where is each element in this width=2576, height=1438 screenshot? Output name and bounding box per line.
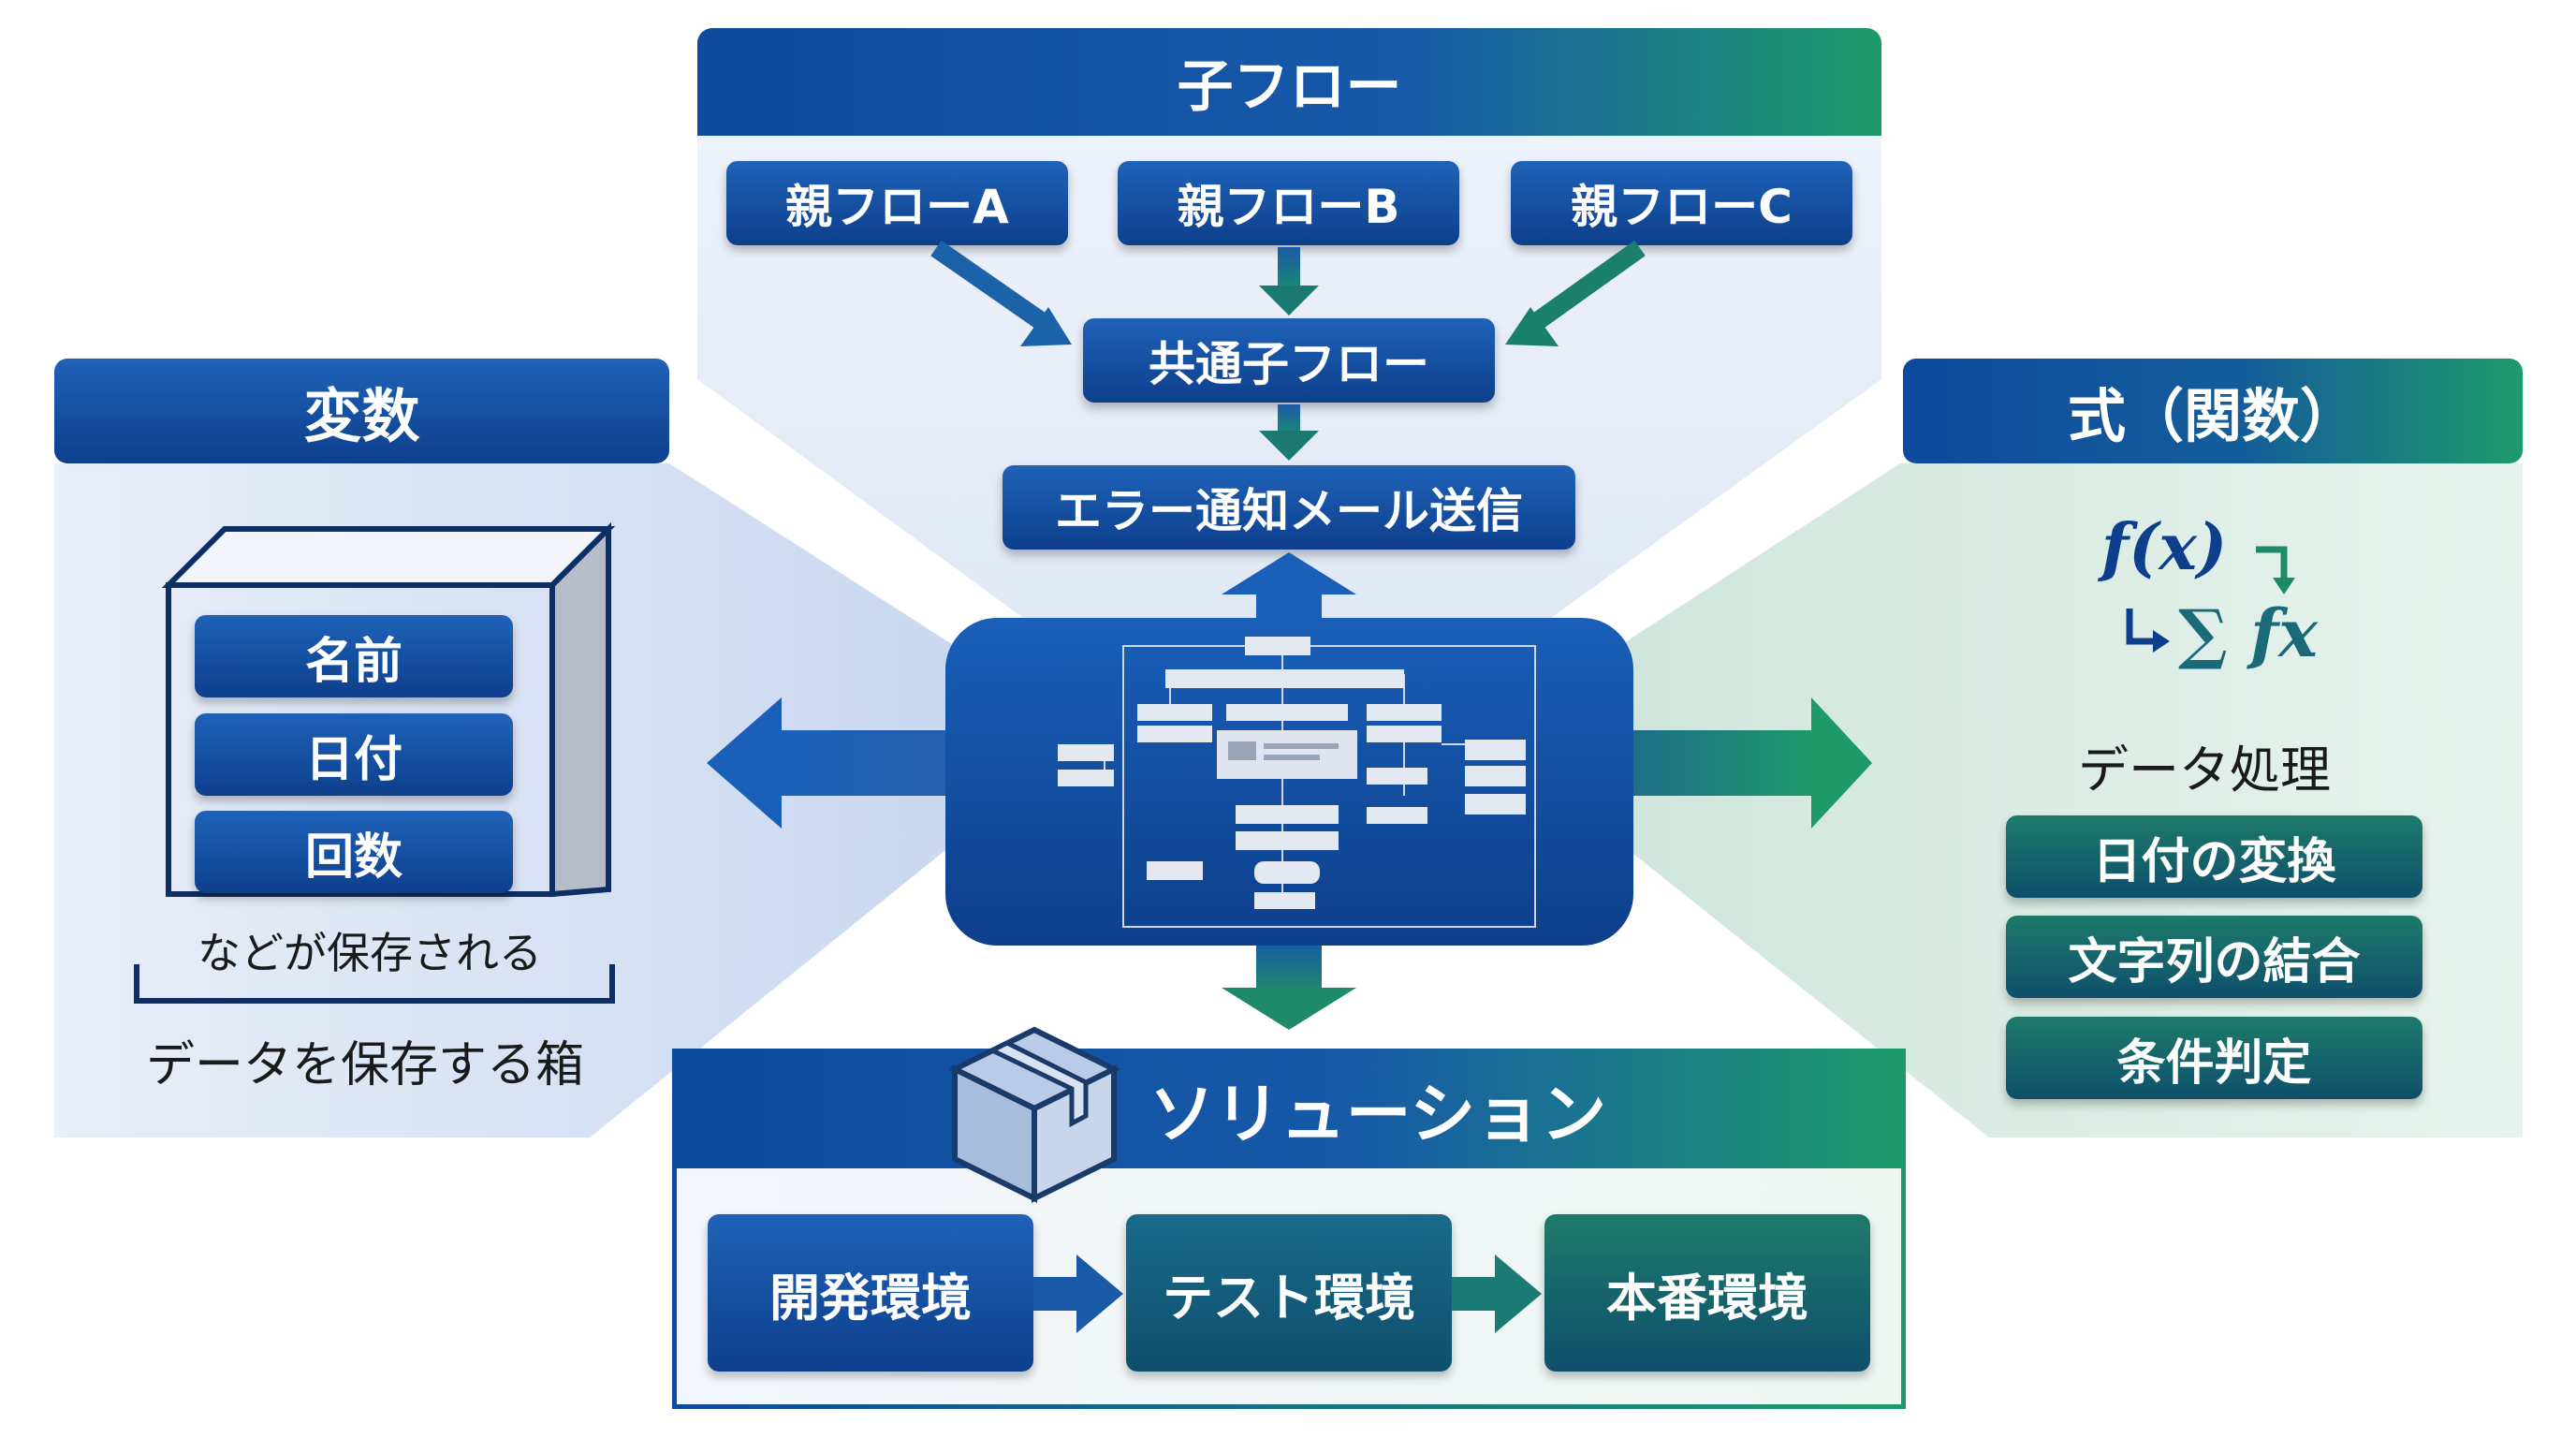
- formula-item-date-convert: 日付の変換: [2006, 815, 2422, 898]
- error-mail-box: エラー通知メール送信: [1003, 465, 1575, 550]
- parent-flow-b: 親フローB: [1118, 161, 1459, 245]
- sum-label: ∑ fx: [2178, 594, 2318, 672]
- stage-dev: 開発環境: [708, 1214, 1033, 1372]
- child-flow-header: 子フロー: [697, 28, 1881, 136]
- variable-item-date: 日付: [195, 713, 513, 796]
- formula-item-string-concat: 文字列の結合: [2006, 916, 2422, 998]
- variables-title: 変数: [303, 382, 420, 450]
- arrow-hub-to-variables: [707, 697, 955, 829]
- fx-label: f(x): [2101, 510, 2228, 585]
- flowchart-hub: [945, 618, 1633, 946]
- variables-note: などが保存される: [198, 928, 542, 978]
- arrow-hub-to-solution: [1222, 941, 1356, 1030]
- arrow-b-to-common: [1259, 247, 1319, 315]
- parent-flow-a: 親フローA: [726, 161, 1068, 245]
- arrow-common-to-error: [1259, 404, 1319, 461]
- formula-item-condition: 条件判定: [2006, 1017, 2422, 1099]
- function-icon: f(x) ∑ fx: [2101, 510, 2345, 697]
- solution-title: ソリューション: [1149, 1075, 1607, 1152]
- arrow-a-to-common: [930, 240, 1072, 346]
- child-flow-title: 子フロー: [1177, 54, 1402, 120]
- data-processing-label: データ処理: [2078, 741, 2331, 800]
- parent-flow-c: 親フローC: [1511, 161, 1852, 245]
- storage-cabinet-icon: [161, 521, 616, 898]
- variable-item-count: 回数: [195, 811, 513, 893]
- solution-header: ソリューション: [672, 1049, 1906, 1168]
- function-arrows: [2126, 546, 2295, 653]
- arrow-hub-to-error: [1222, 552, 1356, 618]
- flowchart-icon: [1058, 637, 1536, 928]
- arrow-test-to-prod: [1452, 1255, 1542, 1333]
- common-child-flow: 共通子フロー: [1083, 318, 1495, 403]
- box-icon: [948, 1026, 1120, 1203]
- variable-item-name: 名前: [195, 615, 513, 697]
- variables-caption: データを保存する箱: [145, 1037, 584, 1093]
- arrow-hub-to-formula: [1619, 697, 1872, 829]
- variables-header: 変数: [54, 359, 669, 463]
- arrow-dev-to-test: [1033, 1255, 1123, 1333]
- stage-test: テスト環境: [1126, 1214, 1452, 1372]
- formula-title: 式（関数）: [2067, 382, 2358, 450]
- bracket: [134, 964, 615, 1004]
- stage-prod: 本番環境: [1544, 1214, 1870, 1372]
- arrow-c-to-common: [1505, 240, 1646, 346]
- formula-header: 式（関数）: [1903, 359, 2523, 463]
